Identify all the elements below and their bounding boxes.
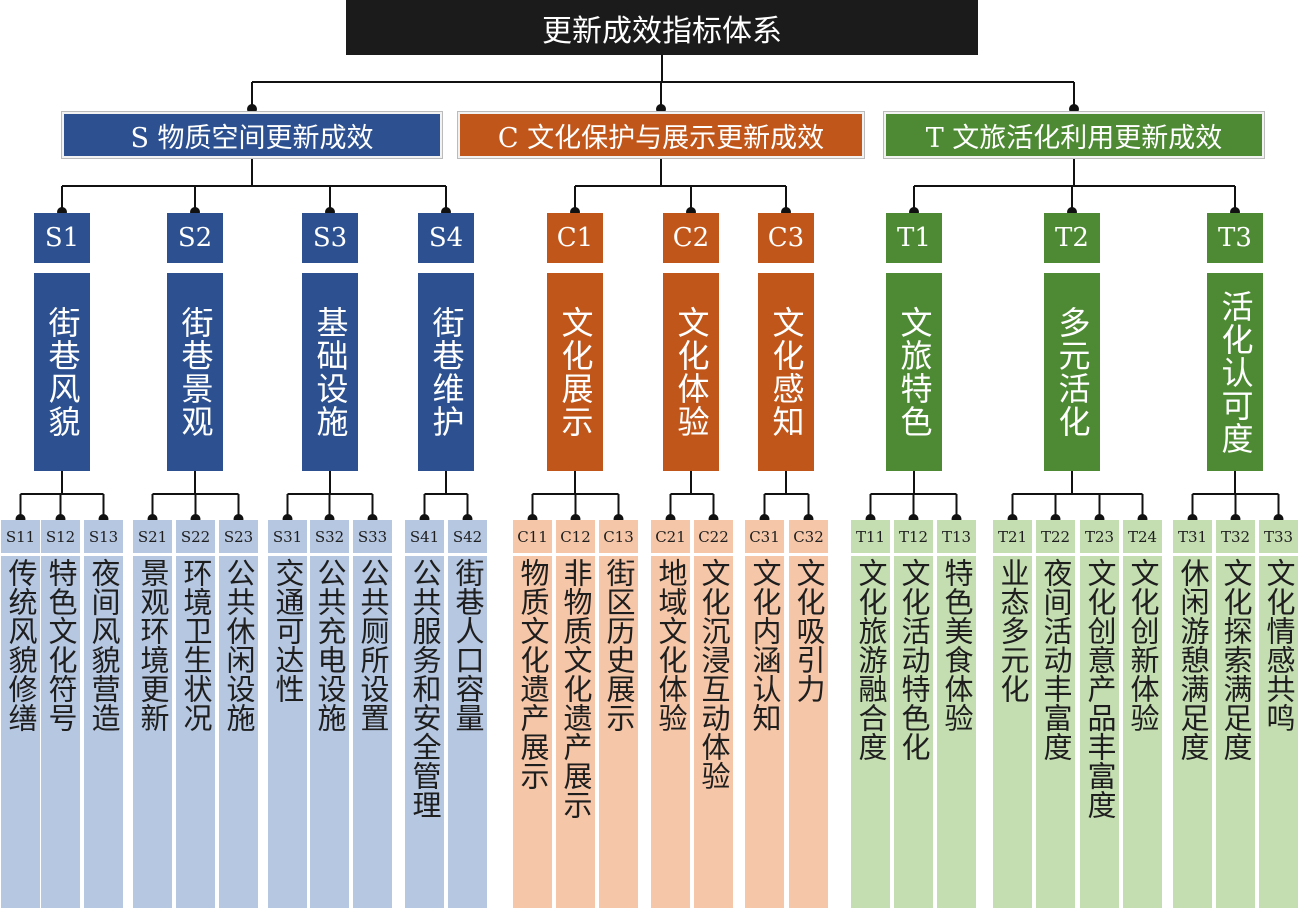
indicator-name: 特色文化符号: [41, 556, 80, 908]
criterion-name: 街巷维护: [418, 273, 474, 471]
indicator-name: 文化沉浸互动体验: [694, 556, 733, 908]
indicator-name: 地域文化体验: [651, 556, 690, 908]
criterion-code: S3: [302, 213, 358, 263]
indicator-name: 文化旅游融合度: [851, 556, 890, 908]
indicator-code: C21: [651, 520, 690, 553]
indicator-name: 物质文化遗产展示: [513, 556, 552, 908]
criterion-name: 街巷景观: [167, 273, 223, 471]
indicator-name: 交通可达性: [268, 556, 307, 908]
criterion-name: 文化体验: [663, 273, 719, 471]
indicator-code: C22: [694, 520, 733, 553]
dimension-node: [656, 104, 666, 114]
indicator-code: T32: [1216, 520, 1255, 553]
indicator-name: 街区历史展示: [599, 556, 638, 908]
indicator-code: S32: [310, 520, 349, 553]
criterion-code: S4: [418, 213, 474, 263]
indicator-code: S42: [448, 520, 487, 553]
dimension-c: C 文化保护与展示更新成效: [457, 111, 865, 159]
indicator-name: 夜间风貌营造: [84, 556, 123, 908]
indicator-code: S23: [219, 520, 258, 553]
criterion-name: 基础设施: [302, 273, 358, 471]
indicator-name: 公共休闲设施: [219, 556, 258, 908]
dimension-s: S 物质空间更新成效: [61, 111, 443, 159]
indicator-name: 文化创新体验: [1123, 556, 1162, 908]
indicator-code: T21: [993, 520, 1032, 553]
indicator-code: S21: [133, 520, 172, 553]
indicator-name: 公共厕所设置: [353, 556, 392, 908]
indicator-code: S11: [1, 520, 40, 553]
indicator-code: T33: [1259, 520, 1298, 553]
dimension-node: [247, 104, 257, 114]
indicator-name: 传统风貌修缮: [1, 556, 40, 908]
criterion-code: C1: [547, 213, 603, 263]
criterion-name: 文化展示: [547, 273, 603, 471]
indicator-code: S31: [268, 520, 307, 553]
criterion-code: T3: [1207, 213, 1263, 263]
criterion-name: 文化感知: [758, 273, 814, 471]
indicator-name: 休闲游憩满足度: [1173, 556, 1212, 908]
indicator-code: S33: [353, 520, 392, 553]
criterion-code: T1: [886, 213, 942, 263]
indicator-name: 文化创意产品丰富度: [1080, 556, 1119, 908]
criterion-code: S2: [167, 213, 223, 263]
criterion-name: 多元活化: [1044, 273, 1100, 471]
indicator-code: T22: [1036, 520, 1075, 553]
dimension-t: T 文旅活化利用更新成效: [883, 111, 1265, 159]
indicator-code: S22: [176, 520, 215, 553]
indicator-code: T23: [1080, 520, 1119, 553]
criterion-code: T2: [1044, 213, 1100, 263]
indicator-code: C13: [599, 520, 638, 553]
indicator-name: 文化吸引力: [789, 556, 828, 908]
indicator-name: 街巷人口容量: [448, 556, 487, 908]
indicator-code: C32: [789, 520, 828, 553]
indicator-name: 非物质文化遗产展示: [556, 556, 595, 908]
indicator-name: 文化活动特色化: [894, 556, 933, 908]
indicator-name: 夜间活动丰富度: [1036, 556, 1075, 908]
indicator-code: T11: [851, 520, 890, 553]
indicator-name: 文化情感共鸣: [1259, 556, 1298, 908]
criterion-code: C2: [663, 213, 719, 263]
indicator-name: 特色美食体验: [937, 556, 976, 908]
criterion-code: S1: [34, 213, 90, 263]
indicator-name: 公共充电设施: [310, 556, 349, 908]
indicator-code: T24: [1123, 520, 1162, 553]
criterion-name: 活化认可度: [1207, 273, 1263, 471]
indicator-code: C31: [745, 520, 784, 553]
indicator-name: 环境卫生状况: [176, 556, 215, 908]
criterion-name: 文旅特色: [886, 273, 942, 471]
indicator-name: 公共服务和安全管理: [405, 556, 444, 908]
indicator-code: T31: [1173, 520, 1212, 553]
criterion-name: 街巷风貌: [34, 273, 90, 471]
indicator-name: 景观环境更新: [133, 556, 172, 908]
indicator-name: 文化探索满足度: [1216, 556, 1255, 908]
indicator-code: T13: [937, 520, 976, 553]
indicator-name: 业态多元化: [993, 556, 1032, 908]
indicator-code: S12: [41, 520, 80, 553]
dimension-node: [1069, 104, 1079, 114]
indicator-code: C11: [513, 520, 552, 553]
indicator-code: T12: [894, 520, 933, 553]
indicator-code: S13: [84, 520, 123, 553]
root-title: 更新成效指标体系: [346, 0, 978, 55]
indicator-code: C12: [556, 520, 595, 553]
indicator-name: 文化内涵认知: [745, 556, 784, 908]
indicator-code: S41: [405, 520, 444, 553]
criterion-code: C3: [758, 213, 814, 263]
